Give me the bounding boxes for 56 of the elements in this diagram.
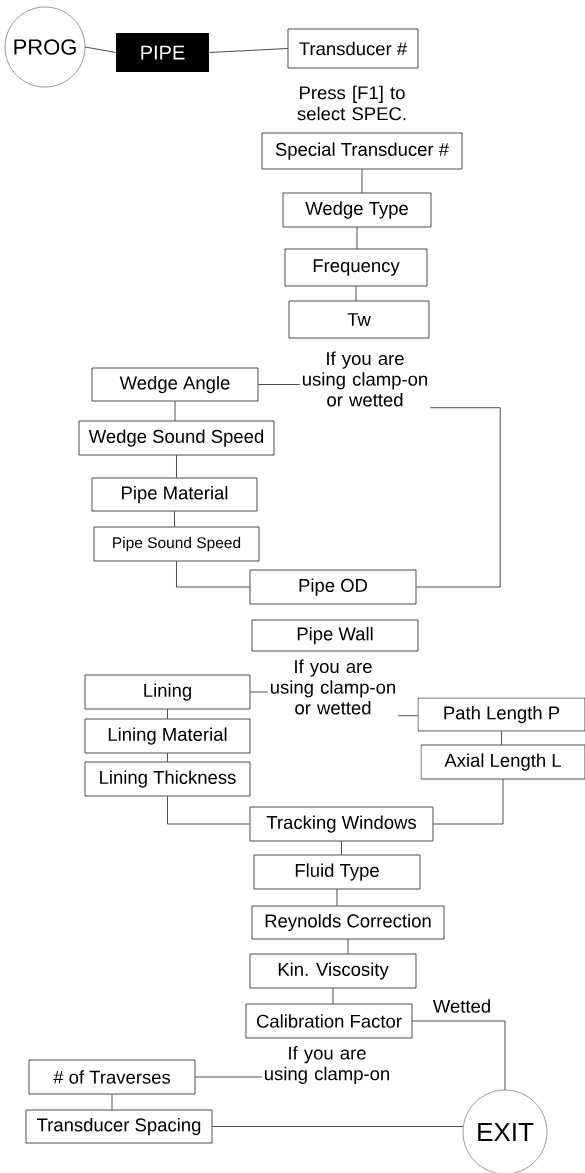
connector-line (176, 455, 177, 478)
connector-line (174, 511, 175, 527)
connector-line (356, 227, 358, 249)
connector-line (195, 1076, 263, 1078)
connector-line (208, 48, 288, 53)
process-box: Wedge Type (282, 192, 432, 228)
process-box: Path Length P (417, 697, 585, 732)
condition-text: If you are using clamp-on or wetted (270, 659, 395, 715)
process-box: Pipe Wall (251, 619, 419, 652)
process-box: Pipe Sound Speed (93, 526, 260, 562)
process-box: Pipe Material (91, 477, 258, 512)
connector-line (258, 384, 301, 385)
connector-line (397, 715, 418, 717)
connector-line (167, 753, 168, 762)
process-box: Transducer Spacing (25, 1109, 213, 1144)
process-box: Wedge Sound Speed (78, 420, 275, 456)
connector-line (336, 889, 338, 906)
process-box: Frequency (284, 248, 428, 287)
connector-line (250, 691, 269, 693)
process-box: Lining Material (84, 718, 251, 754)
connector-line (332, 988, 334, 1004)
connector-line (212, 1126, 464, 1127)
connector-line (412, 1020, 506, 1091)
connector-line (361, 169, 363, 193)
process-box: Transducer # (287, 28, 419, 69)
connector-line (84, 46, 117, 53)
process-box: Tracking Windows (249, 806, 434, 842)
connector-line (176, 561, 250, 588)
process-box: Lining Thickness (84, 761, 251, 797)
condition-text: If you are using clamp-on or wetted (302, 351, 427, 407)
process-box: Wedge Angle (91, 367, 259, 402)
edge-label: Wetted (431, 998, 493, 1014)
process-box: # of Traverses (28, 1059, 196, 1095)
process-box: Fluid Type (253, 854, 421, 890)
connector-line (174, 401, 176, 421)
connector-line (416, 407, 501, 588)
process-box: Special Transducer # (261, 132, 463, 170)
process-box: Tw (288, 300, 430, 339)
connector-line (111, 1094, 113, 1110)
process-box: Lining (84, 674, 251, 710)
note-text: Press [F1] to select SPEC. (297, 85, 406, 121)
process-box: Kin. Viscosity (249, 953, 417, 989)
process-box: Reynolds Correction (251, 905, 445, 940)
connector-line (167, 796, 250, 825)
connector-line (341, 841, 342, 855)
connector-line (501, 731, 502, 745)
condition-text: If you are using clamp-on (264, 1046, 389, 1084)
process-box: Axial Length L (420, 744, 585, 780)
connector-line (355, 286, 357, 301)
process-box: Pipe OD (249, 569, 417, 605)
process-box: Calibration Factor (245, 1003, 413, 1039)
highlighted-box: PIPE (116, 33, 209, 72)
connector-line (167, 709, 168, 719)
connector-line (347, 939, 349, 954)
connector-line (433, 779, 504, 825)
circle-node: PROG (4, 6, 86, 88)
